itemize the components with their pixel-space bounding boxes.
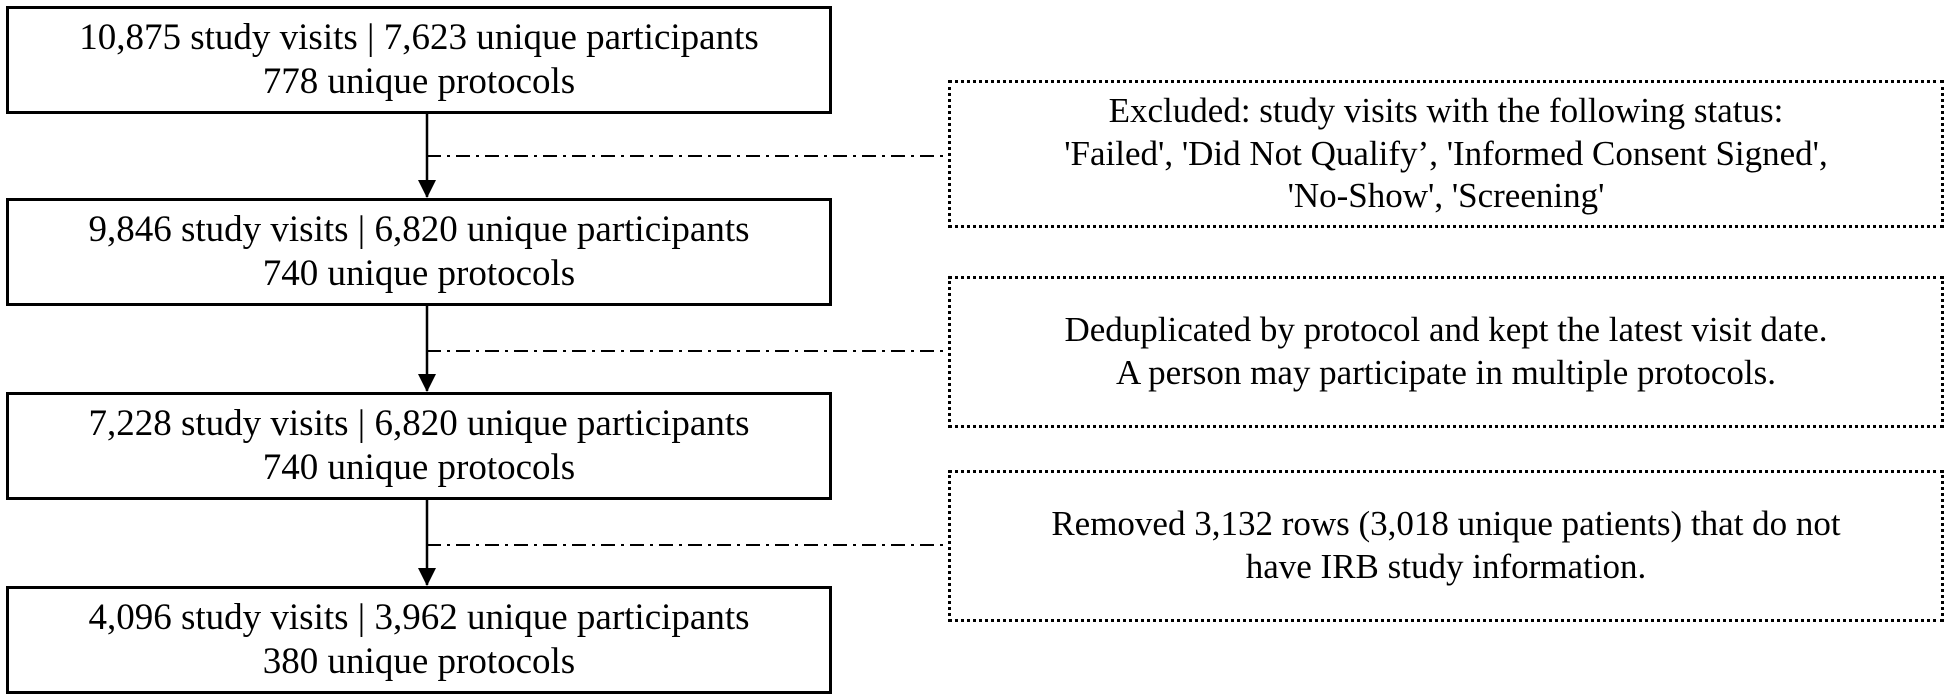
flow-step-3-counts: 7,228 study visits | 6,820 unique partic… — [88, 402, 750, 444]
flow-step-3-protocols: 740 unique protocols — [262, 447, 576, 488]
exclusion-note-irb-line-2: have IRB study information. — [1245, 547, 1647, 586]
exclusion-note-status-line-1: Excluded: study visits with the followin… — [1108, 90, 1784, 130]
flow-step-2: 9,846 study visits | 6,820 unique partic… — [6, 198, 832, 306]
flow-step-4: 4,096 study visits | 3,962 unique partic… — [6, 586, 832, 694]
flow-step-4-counts: 4,096 study visits | 3,962 unique partic… — [88, 596, 750, 638]
flow-step-1: 10,875 study visits | 7,623 unique parti… — [6, 6, 832, 114]
exclusion-note-irb-line-1: Removed 3,132 rows (3,018 unique patient… — [1051, 504, 1841, 544]
exclusion-note-dedup: Deduplicated by protocol and kept the la… — [948, 276, 1944, 428]
flow-step-1-counts: 10,875 study visits | 7,623 unique parti… — [79, 16, 759, 58]
exclusion-note-status: Excluded: study visits with the followin… — [948, 80, 1944, 228]
flow-step-2-counts: 9,846 study visits | 6,820 unique partic… — [88, 208, 750, 250]
exclusion-note-dedup-line-2: A person may participate in multiple pro… — [1116, 353, 1776, 392]
exclusion-note-status-line-3: 'No-Show', 'Screening' — [1287, 176, 1605, 216]
flow-step-1-protocols: 778 unique protocols — [262, 61, 576, 102]
flow-step-4-protocols: 380 unique protocols — [262, 641, 576, 682]
flow-arrowhead-2 — [418, 374, 436, 392]
flow-arrowhead-3 — [418, 568, 436, 586]
exclusion-note-dedup-line-1: Deduplicated by protocol and kept the la… — [1064, 310, 1828, 350]
flow-arrowhead-1 — [418, 180, 436, 198]
flow-step-2-protocols: 740 unique protocols — [262, 253, 576, 294]
exclusion-note-status-line-2: 'Failed', 'Did Not Qualify’, 'Informed C… — [1064, 133, 1828, 173]
exclusion-note-irb: Removed 3,132 rows (3,018 unique patient… — [948, 470, 1944, 622]
flow-step-3: 7,228 study visits | 6,820 unique partic… — [6, 392, 832, 500]
